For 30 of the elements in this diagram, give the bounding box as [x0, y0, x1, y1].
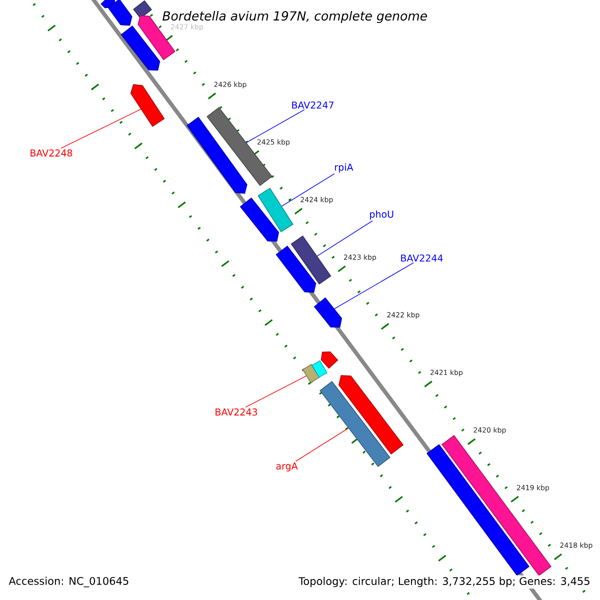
gene-block: [130, 84, 165, 127]
gene-block: [314, 297, 342, 328]
leader-line: [245, 376, 307, 408]
leader-line: [316, 220, 373, 256]
gene-block: [320, 351, 338, 369]
gene-block: [290, 236, 332, 284]
genome-info-text: Topology: circular; Length: 3,732,255 bp; Genes: 3,455: [297, 575, 592, 589]
gene-label: phoU: [370, 210, 394, 220]
gene-label: BAV2247: [292, 101, 334, 109]
gene-block: [108, 0, 132, 26]
leader-line: [295, 428, 349, 462]
gene-block: [100, 0, 116, 8]
gene-block: [276, 246, 316, 293]
gene-block: [338, 375, 404, 454]
accession-text: Accession: NC_010645: [7, 575, 131, 589]
gene-block: [240, 197, 280, 242]
gene-label: argA: [276, 462, 298, 472]
title: Bordetella avium 197N, complete genome: [162, 10, 427, 24]
gene-block: [258, 188, 294, 232]
gene-block: [120, 26, 160, 71]
leader-line: [246, 109, 305, 143]
gene-label: BAV2243: [216, 408, 258, 416]
leader-line: [281, 173, 335, 206]
leader-line: [334, 262, 414, 310]
leader-line: [60, 108, 142, 149]
gene-label: BAV2244: [401, 254, 443, 262]
gene-label: rpiA: [335, 163, 354, 173]
gene-block: [186, 116, 248, 194]
gene-block: [312, 360, 328, 378]
gene-label: BAV2248: [30, 149, 72, 157]
